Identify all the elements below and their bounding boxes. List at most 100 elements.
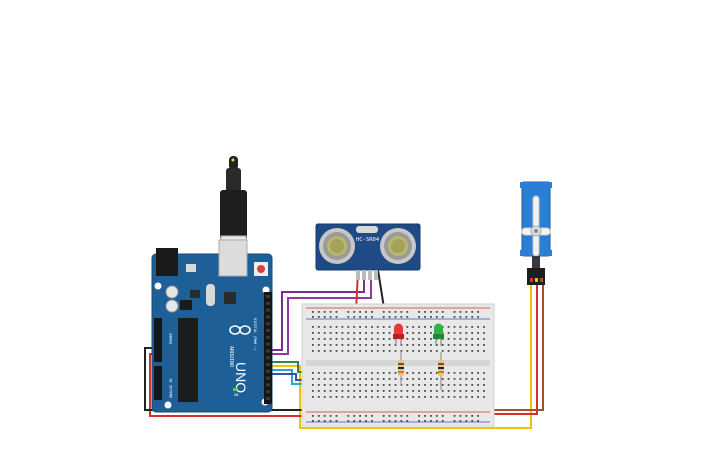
breadboard-hole[interactable] [317, 415, 320, 417]
breadboard-hole[interactable] [376, 396, 379, 398]
breadboard-hole[interactable] [418, 390, 420, 392]
breadboard-hole[interactable] [477, 384, 479, 386]
breadboard-hole[interactable] [359, 311, 361, 313]
breadboard-hole[interactable] [477, 390, 479, 392]
breadboard-hole[interactable] [353, 350, 356, 352]
breadboard-hole[interactable] [465, 415, 468, 417]
breadboard-hole[interactable] [382, 396, 385, 398]
breadboard-hole[interactable] [453, 415, 456, 417]
digital-pin[interactable] [266, 342, 270, 346]
breadboard-hole[interactable] [453, 344, 456, 346]
breadboard-hole[interactable] [394, 390, 397, 392]
breadboard-hole[interactable] [465, 390, 468, 392]
breadboard-hole[interactable] [406, 316, 409, 318]
breadboard-hole[interactable] [371, 420, 373, 422]
breadboard-hole[interactable] [329, 332, 332, 334]
breadboard-hole[interactable] [477, 326, 479, 328]
breadboard-hole[interactable] [347, 350, 350, 352]
breadboard-hole[interactable] [341, 396, 344, 398]
breadboard-hole[interactable] [453, 396, 456, 398]
breadboard-hole[interactable] [412, 350, 415, 352]
breadboard-hole[interactable] [394, 420, 397, 422]
breadboard-hole[interactable] [388, 384, 391, 386]
breadboard-hole[interactable] [312, 396, 314, 398]
breadboard-hole[interactable] [376, 378, 379, 380]
breadboard-hole[interactable] [424, 390, 426, 392]
breadboard-hole[interactable] [382, 420, 385, 422]
breadboard-hole[interactable] [329, 378, 332, 380]
wire-purple-echo[interactable] [270, 270, 372, 355]
resistor-red-led[interactable] [398, 352, 404, 386]
breadboard-hole[interactable] [335, 420, 338, 422]
breadboard-hole[interactable] [400, 311, 403, 313]
breadboard-hole[interactable] [394, 311, 397, 313]
breadboard-hole[interactable] [376, 350, 379, 352]
breadboard-hole[interactable] [365, 316, 367, 318]
breadboard-hole[interactable] [412, 378, 415, 380]
breadboard-hole[interactable] [459, 420, 462, 422]
breadboard-hole[interactable] [406, 372, 409, 374]
breadboard-hole[interactable] [418, 338, 420, 340]
breadboard-hole[interactable] [329, 344, 332, 346]
breadboard-hole[interactable] [441, 384, 444, 386]
breadboard-hole[interactable] [359, 384, 361, 386]
breadboard-hole[interactable] [435, 396, 438, 398]
breadboard-hole[interactable] [371, 350, 373, 352]
breadboard-hole[interactable] [430, 350, 432, 352]
breadboard-hole[interactable] [418, 415, 420, 417]
breadboard-hole[interactable] [365, 420, 367, 422]
digital-pin[interactable] [266, 390, 270, 394]
breadboard-hole[interactable] [353, 396, 356, 398]
breadboard-hole[interactable] [418, 378, 420, 380]
breadboard-hole[interactable] [418, 311, 420, 313]
wire-black-sensor-gnd[interactable] [377, 269, 385, 309]
breadboard-hole[interactable] [365, 326, 367, 328]
breadboard-hole[interactable] [453, 350, 456, 352]
breadboard-hole[interactable] [483, 332, 485, 334]
breadboard-hole[interactable] [323, 311, 326, 313]
breadboard-hole[interactable] [430, 372, 432, 374]
breadboard-hole[interactable] [365, 350, 367, 352]
breadboard-hole[interactable] [477, 332, 479, 334]
breadboard-hole[interactable] [453, 378, 456, 380]
breadboard-hole[interactable] [453, 316, 456, 318]
breadboard-hole[interactable] [335, 311, 338, 313]
breadboard-hole[interactable] [441, 316, 444, 318]
breadboard-hole[interactable] [371, 311, 373, 313]
breadboard-hole[interactable] [335, 316, 338, 318]
breadboard-hole[interactable] [382, 378, 385, 380]
breadboard-hole[interactable] [388, 420, 391, 422]
breadboard-hole[interactable] [406, 378, 409, 380]
breadboard-hole[interactable] [347, 415, 350, 417]
breadboard-hole[interactable] [329, 420, 332, 422]
breadboard-hole[interactable] [459, 390, 462, 392]
breadboard-hole[interactable] [317, 378, 320, 380]
reset-button-cap[interactable] [257, 265, 265, 273]
digital-pin[interactable] [266, 349, 270, 353]
breadboard-hole[interactable] [424, 384, 426, 386]
breadboard-hole[interactable] [430, 390, 432, 392]
breadboard-hole[interactable] [317, 326, 320, 328]
servo-horn[interactable] [521, 195, 551, 257]
breadboard-hole[interactable] [430, 420, 432, 422]
breadboard-hole[interactable] [323, 344, 326, 346]
breadboard-hole[interactable] [471, 350, 474, 352]
breadboard-hole[interactable] [382, 316, 385, 318]
breadboard-hole[interactable] [465, 316, 468, 318]
breadboard-hole[interactable] [465, 326, 468, 328]
breadboard-hole[interactable] [353, 316, 356, 318]
breadboard-hole[interactable] [412, 338, 415, 340]
breadboard-hole[interactable] [471, 316, 474, 318]
breadboard-hole[interactable] [359, 420, 361, 422]
breadboard-hole[interactable] [435, 415, 438, 417]
breadboard-hole[interactable] [359, 390, 361, 392]
breadboard-hole[interactable] [394, 316, 397, 318]
breadboard-hole[interactable] [376, 332, 379, 334]
breadboard-hole[interactable] [400, 420, 403, 422]
breadboard-hole[interactable] [335, 332, 338, 334]
breadboard-hole[interactable] [471, 420, 474, 422]
breadboard-hole[interactable] [406, 420, 409, 422]
breadboard-hole[interactable] [453, 420, 456, 422]
breadboard-hole[interactable] [371, 338, 373, 340]
breadboard-hole[interactable] [477, 316, 479, 318]
